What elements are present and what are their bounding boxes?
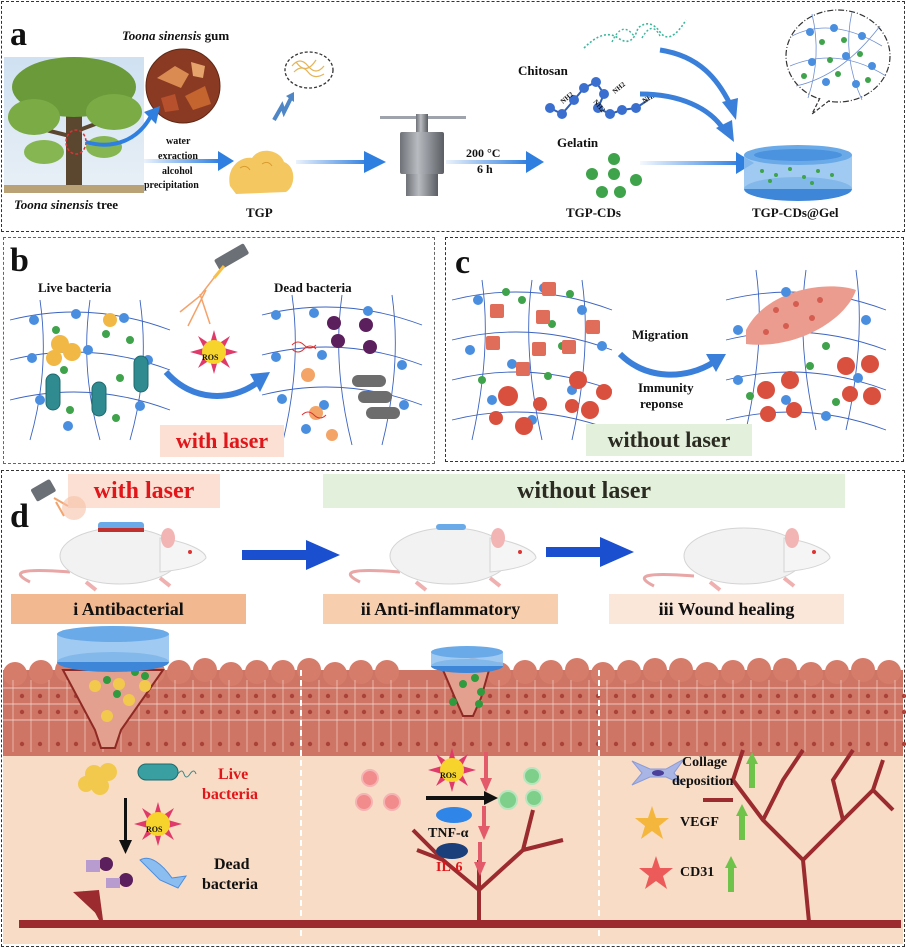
tnf-down-arrow bbox=[478, 806, 490, 840]
il6-label: IL-6 bbox=[436, 860, 463, 875]
il6-icon bbox=[436, 843, 468, 859]
panel-d-label: d bbox=[10, 498, 29, 535]
ros-down-arrow bbox=[480, 752, 492, 792]
live-bacteria-cluster bbox=[78, 763, 197, 795]
process-step-1: water bbox=[166, 136, 191, 147]
tgp-to-reactor-arrow bbox=[296, 151, 386, 173]
live-bacteria-label-d-2: bacteria bbox=[202, 786, 258, 803]
cd31-up-arrow bbox=[725, 856, 737, 892]
ros-label-b: ROS bbox=[202, 353, 219, 362]
dead-bacteria-label: Dead bacteria bbox=[274, 280, 352, 295]
stage-label-anti-inflammatory: ii Anti-inflammatory bbox=[323, 594, 558, 624]
tnf-alpha-label: TNF-α bbox=[428, 826, 469, 841]
vegf-up-arrow bbox=[736, 804, 748, 840]
tgp-cds-dots bbox=[586, 153, 642, 198]
reactor-to-cds-arrow bbox=[446, 151, 544, 173]
panel-d bbox=[1, 470, 905, 947]
tgp-cds-gel-disc bbox=[744, 145, 852, 201]
stage2-to-stage3-arrow bbox=[546, 537, 634, 567]
with-laser-banner: with laser bbox=[68, 474, 220, 508]
without-laser-banner: without laser bbox=[323, 474, 845, 508]
reaction-temperature: 200 °C bbox=[466, 146, 501, 160]
dead-bacteria-label-d-2: bacteria bbox=[202, 876, 258, 893]
collagen-label-2: deposition bbox=[672, 774, 734, 789]
stage-label-wound-healing: iii Wound healing bbox=[609, 594, 844, 624]
stage1-to-stage2-arrow bbox=[242, 540, 340, 570]
rat-stage-1 bbox=[18, 522, 207, 592]
ros-burst-d1 bbox=[134, 802, 182, 846]
ros-label-d1: ROS bbox=[146, 825, 163, 834]
tree-caption: Toona sinensis tree bbox=[14, 197, 119, 212]
hydrothermal-reactor bbox=[380, 114, 466, 196]
dead-bacteria-label-d-1: Dead bbox=[214, 856, 250, 873]
panel-b bbox=[3, 237, 435, 464]
chitosan-label: Chitosan bbox=[518, 63, 568, 78]
panel-b-label: b bbox=[10, 242, 29, 279]
process-step-3: alcohol bbox=[162, 166, 193, 177]
panel-c bbox=[445, 237, 904, 462]
collagen-label-1: Collage bbox=[682, 755, 728, 770]
healing-network bbox=[725, 269, 887, 431]
live-bacteria-network bbox=[9, 299, 171, 441]
migration-label: Migration bbox=[632, 327, 689, 342]
panel-a-label: a bbox=[10, 16, 27, 53]
reaction-time: 6 h bbox=[477, 162, 493, 176]
tree-illustration bbox=[4, 57, 144, 193]
gel-network-bubble bbox=[785, 9, 891, 115]
panel-c-label: c bbox=[455, 244, 471, 281]
tgp-label: TGP bbox=[246, 205, 273, 220]
tgp-powder bbox=[229, 150, 294, 194]
process-step-4: precipitation bbox=[144, 180, 199, 191]
ros-label-d2: ROS bbox=[440, 771, 457, 780]
pro-inflammatory-cells bbox=[355, 769, 401, 811]
laser-device-d bbox=[31, 479, 86, 520]
il6-down-arrow bbox=[474, 842, 486, 876]
anti-inflammatory-cells bbox=[498, 767, 543, 810]
ros-burst-b bbox=[190, 330, 238, 374]
gelatin-label: Gelatin bbox=[557, 135, 599, 150]
ros-burst-d2 bbox=[428, 748, 476, 792]
cd31-label: CD31 bbox=[680, 865, 715, 880]
tgp-cds-label: TGP-CDs bbox=[566, 205, 621, 220]
live-bacteria-label: Live bacteria bbox=[38, 280, 112, 295]
laser-beam bbox=[179, 243, 249, 327]
live-bacteria-label-d-1: Live bbox=[218, 766, 249, 783]
kill-down-arrow bbox=[119, 798, 132, 854]
tgp-zigzag-arrow bbox=[272, 92, 294, 121]
gelatin-molecule bbox=[545, 77, 649, 119]
vegf-label: VEGF bbox=[680, 815, 719, 830]
panel-a bbox=[1, 1, 905, 232]
vegf-star-icon bbox=[635, 806, 669, 839]
dead-bacteria-network bbox=[261, 294, 423, 446]
with-laser-badge-b: with laser bbox=[160, 425, 284, 457]
fibroblast-icon bbox=[631, 758, 685, 786]
without-laser-badge-c: without laser bbox=[586, 424, 752, 456]
gum-caption: Toona sinensis gum bbox=[122, 28, 230, 43]
rat-stage-2 bbox=[348, 524, 537, 592]
cd31-star-icon bbox=[639, 856, 673, 889]
tgp-structure-bubble bbox=[284, 51, 334, 89]
extraction-arrow bbox=[144, 151, 234, 171]
polarization-arrow bbox=[426, 791, 498, 805]
immunity-label-line1: Immunity bbox=[638, 380, 694, 395]
stage-label-antibacterial: i Antibacterial bbox=[11, 594, 246, 624]
gum-photo bbox=[145, 48, 221, 124]
chitosan-strand bbox=[583, 19, 687, 49]
dead-bacteria-cluster bbox=[86, 857, 188, 889]
rat-stage-3 bbox=[642, 527, 831, 592]
tnf-alpha-icon bbox=[436, 807, 472, 823]
process-step-2: exraction bbox=[158, 151, 198, 162]
tree-to-gum-arrow bbox=[85, 106, 160, 147]
gel-label: TGP-CDs@Gel bbox=[752, 205, 839, 220]
kill-arrow bbox=[163, 369, 270, 399]
collagen-up-arrow bbox=[746, 752, 758, 788]
migration-arrow bbox=[617, 351, 726, 378]
immunity-label-line2: reponse bbox=[640, 396, 684, 411]
inflammatory-network bbox=[451, 279, 613, 441]
